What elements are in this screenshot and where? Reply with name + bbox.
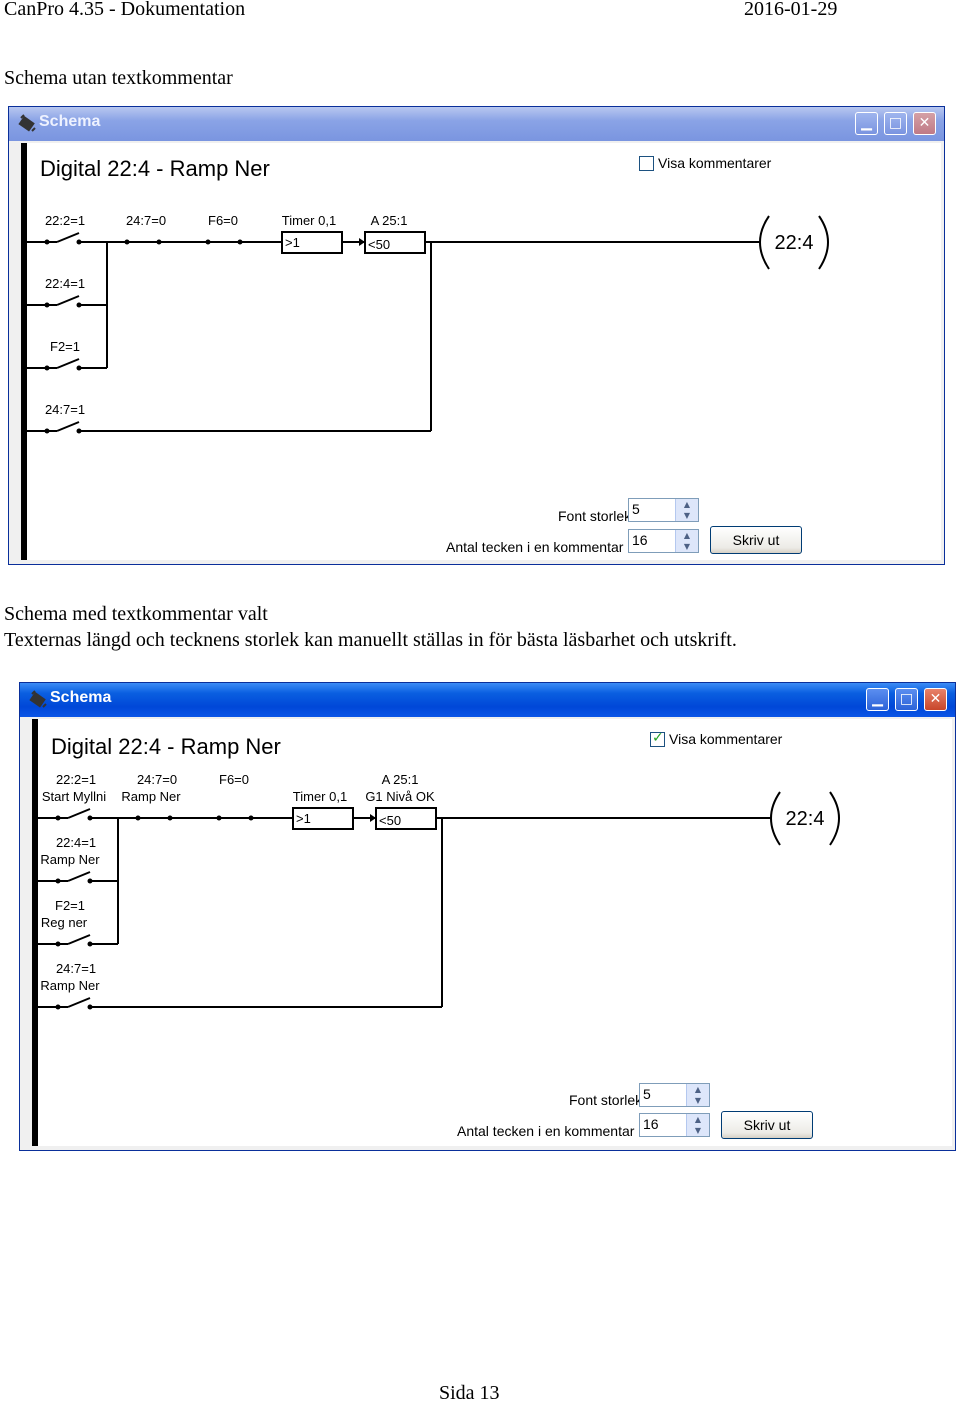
comment-length-value: 16: [643, 1116, 659, 1132]
font-size-spinner[interactable]: 5 ▲ ▼: [639, 1083, 710, 1107]
analog-value: <50: [368, 237, 390, 252]
font-size-spinner[interactable]: 5 ▲ ▼: [628, 498, 699, 522]
show-comments-label: Visa kommentarer: [669, 731, 783, 747]
contact-label: 24:7=0: [137, 772, 177, 787]
contact-label: F6=0: [219, 772, 249, 787]
spinner-arrows[interactable]: ▲ ▼: [675, 530, 698, 552]
coil-label: 22:4: [775, 232, 814, 254]
maximize-button[interactable]: □: [895, 688, 918, 711]
window-titlebar[interactable]: Schema ▁ □ ✕: [20, 683, 955, 717]
print-button[interactable]: Skriv ut: [721, 1111, 813, 1139]
caption-without-comments: Schema utan textkommentar: [4, 67, 233, 89]
window-title: Schema: [39, 113, 101, 130]
timer-value: >1: [285, 235, 300, 250]
contact-comment: Ramp Ner: [40, 852, 100, 867]
contact-comment: Reg ner: [41, 915, 88, 930]
spinner-arrows[interactable]: ▲ ▼: [675, 499, 698, 521]
analog-label: A 25:1: [382, 772, 419, 787]
contact-label: 22:4=1: [56, 835, 96, 850]
spinner-arrows[interactable]: ▲ ▼: [686, 1114, 709, 1136]
contact-label: F2=1: [50, 339, 80, 354]
comment-length-spinner[interactable]: 16 ▲ ▼: [628, 529, 699, 553]
maximize-button[interactable]: □: [884, 112, 907, 135]
side-area: [854, 719, 952, 1146]
caption-with-comments: Schema med textkommentar valt: [4, 603, 268, 625]
schema-app-icon: [18, 114, 36, 132]
timer-value: >1: [296, 811, 311, 826]
contact-label: 24:7=1: [45, 402, 85, 417]
spin-up-icon[interactable]: ▲: [694, 1085, 702, 1094]
schema-heading: Digital 22:4 - Ramp Ner: [51, 734, 281, 759]
contact-label: F6=0: [208, 213, 238, 228]
show-comments-checkbox[interactable]: [639, 156, 654, 171]
comment-length-value: 16: [632, 532, 648, 548]
print-button[interactable]: Skriv ut: [710, 526, 802, 554]
contact-comment: Ramp Ner: [121, 789, 181, 804]
show-comments-checkbox[interactable]: ✓: [650, 730, 665, 747]
comment-length-label: Antal tecken i en kommentar: [446, 539, 624, 555]
check-icon: ✓: [652, 730, 664, 746]
side-area: [843, 143, 941, 560]
minimize-button[interactable]: ▁: [855, 112, 878, 135]
document-date: 2016-01-29: [744, 0, 838, 20]
font-size-value: 5: [643, 1086, 651, 1102]
font-size-label: Font storlek: [569, 1092, 643, 1108]
analog-label: A 25:1: [371, 213, 408, 228]
minimize-button[interactable]: ▁: [866, 688, 889, 711]
analog-value: <50: [379, 813, 401, 828]
page-number: Sida 13: [439, 1382, 500, 1404]
spin-down-icon[interactable]: ▼: [694, 1126, 702, 1135]
spin-up-icon[interactable]: ▲: [683, 500, 691, 509]
schema-heading: Digital 22:4 - Ramp Ner: [40, 156, 270, 181]
comment-length-spinner[interactable]: 16 ▲ ▼: [639, 1113, 710, 1137]
schema-app-icon: [29, 690, 47, 708]
timer-label: Timer 0,1: [293, 789, 347, 804]
timer-label: Timer 0,1: [282, 213, 336, 228]
close-button[interactable]: ✕: [924, 688, 947, 711]
schema-canvas: 22:2=1 Start Myllni 24:7=0 Ramp Ner F6=0…: [32, 719, 860, 1146]
contact-comment: Start Myllni: [42, 789, 106, 804]
window-titlebar[interactable]: Schema ▁ □ ✕: [9, 107, 944, 141]
contact-label: 24:7=0: [126, 213, 166, 228]
caption-description: Texternas längd och tecknens storlek kan…: [4, 629, 737, 651]
contact-label: 22:2=1: [56, 772, 96, 787]
comment-length-label: Antal tecken i en kommentar: [457, 1123, 635, 1139]
ladder-diagram: 22:2=1 Start Myllni 24:7=0 Ramp Ner F6=0…: [38, 734, 840, 1010]
close-button[interactable]: ✕: [913, 112, 936, 135]
contact-comment: Ramp Ner: [40, 978, 100, 993]
schema-canvas: 22:2=1 24:7=0 F6=0 22:4=1 F2=1 24:7=1 Ti…: [21, 143, 849, 560]
contact-label: 22:4=1: [45, 276, 85, 291]
show-comments-label: Visa kommentarer: [658, 155, 772, 171]
analog-comment: G1 Nivå OK: [365, 789, 435, 804]
document-title: CanPro 4.35 - Dokumentation: [4, 0, 246, 20]
coil-label: 22:4: [786, 808, 825, 830]
window-title: Schema: [50, 689, 112, 706]
spin-up-icon[interactable]: ▲: [694, 1115, 702, 1124]
spin-down-icon[interactable]: ▼: [683, 542, 691, 551]
spin-up-icon[interactable]: ▲: [683, 531, 691, 540]
ladder-diagram: 22:2=1 24:7=0 F6=0 22:4=1 F2=1 24:7=1 Ti…: [27, 156, 829, 434]
font-size-value: 5: [632, 501, 640, 517]
contact-label: 24:7=1: [56, 961, 96, 976]
contact-label: F2=1: [55, 898, 85, 913]
contact-label: 22:2=1: [45, 213, 85, 228]
spinner-arrows[interactable]: ▲ ▼: [686, 1084, 709, 1106]
spin-down-icon[interactable]: ▼: [683, 511, 691, 520]
schema-window-no-comments: Schema ▁ □ ✕: [8, 106, 945, 565]
schema-window-with-comments: Schema ▁ □ ✕: [19, 682, 956, 1151]
font-size-label: Font storlek: [558, 508, 632, 524]
spin-down-icon[interactable]: ▼: [694, 1096, 702, 1105]
